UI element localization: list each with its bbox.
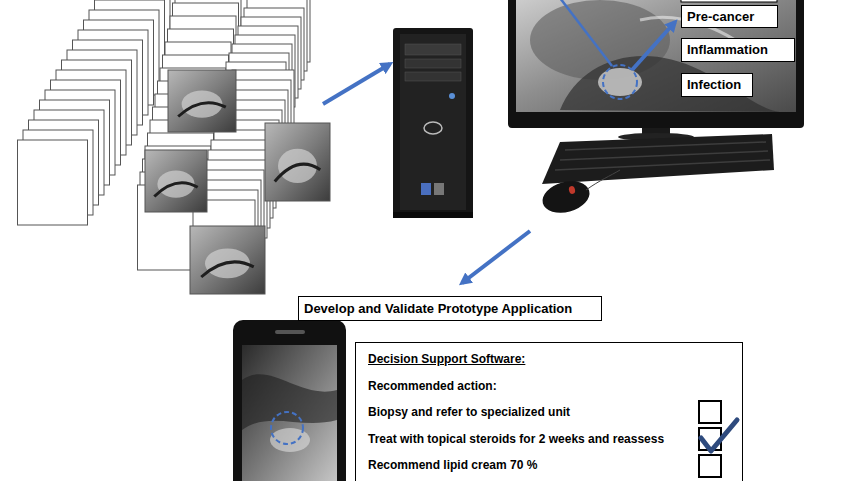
image-card — [18, 140, 88, 225]
computer-tower — [393, 28, 473, 218]
skin-photo — [168, 70, 236, 132]
photo-detail — [275, 164, 321, 181]
photo-detail — [154, 183, 197, 197]
monitor — [603, 65, 637, 99]
panel-text: Treat with topical steroids for 2 weeks … — [368, 426, 730, 453]
flow-arrow — [323, 0, 675, 283]
mouse — [539, 170, 620, 218]
computer-tower — [405, 72, 461, 81]
title-box: Develop and Validate Prototype Applicati… — [298, 296, 602, 321]
checkbox — [701, 420, 737, 451]
computer-tower — [424, 122, 442, 134]
label-box: Infection — [681, 73, 753, 97]
phone — [271, 412, 303, 444]
phone — [275, 330, 305, 334]
mouse — [539, 176, 593, 217]
mouse — [586, 170, 620, 190]
photo-frame — [265, 123, 330, 201]
flow-arrow — [632, 22, 675, 70]
computer-tower — [405, 44, 461, 55]
computer-tower — [400, 34, 466, 210]
phone — [233, 320, 346, 481]
computer-tower — [393, 212, 473, 218]
label-box: Inflammation — [681, 38, 795, 62]
keyboard — [542, 134, 774, 184]
skin-photo — [190, 226, 265, 294]
flow-arrow — [560, 0, 612, 66]
phone — [233, 320, 346, 481]
photo-detail — [178, 103, 226, 117]
phone — [242, 345, 337, 481]
skin-photo — [265, 123, 330, 201]
panel-text: Decision Support Software: — [368, 346, 730, 373]
flow-arrow — [323, 64, 390, 104]
checkbox — [699, 401, 721, 423]
panel-text: Recommended action: — [368, 373, 730, 400]
label-box: Pre-cancer — [681, 5, 778, 28]
keyboard — [542, 134, 774, 184]
computer-tower — [449, 93, 455, 99]
checkbox — [699, 401, 737, 477]
label-text: Inflammation — [687, 42, 768, 58]
photo-frame — [145, 150, 207, 212]
decision-panel: Decision Support Software:Recommended ac… — [355, 342, 743, 481]
panel-text: Recommend lipid cream 70 % — [368, 452, 730, 479]
photo-frame — [190, 226, 265, 294]
photo-frame — [168, 70, 236, 132]
panel-text: Biopsy and refer to specialized unit — [368, 399, 730, 426]
monitor — [516, 0, 796, 112]
skin-photo — [145, 70, 330, 294]
flow-arrow — [462, 231, 530, 283]
keyboard — [555, 142, 770, 170]
mouse — [568, 185, 576, 194]
computer-tower — [434, 183, 444, 195]
phone — [242, 374, 337, 430]
label-text: Develop and Validate Prototype Applicati… — [304, 301, 572, 317]
skin-photo — [145, 150, 207, 212]
label-text: Pre-cancer — [687, 9, 754, 25]
computer-tower — [393, 28, 473, 216]
cut-label-box — [681, 0, 777, 2]
checkbox — [699, 455, 721, 477]
computer-tower — [405, 59, 461, 68]
computer-tower — [421, 183, 431, 195]
monitor — [508, 0, 804, 141]
photo-detail — [201, 262, 254, 277]
monitor — [560, 56, 780, 112]
monitor — [508, 0, 804, 128]
monitor — [598, 68, 642, 96]
label-text: Infection — [687, 77, 741, 93]
